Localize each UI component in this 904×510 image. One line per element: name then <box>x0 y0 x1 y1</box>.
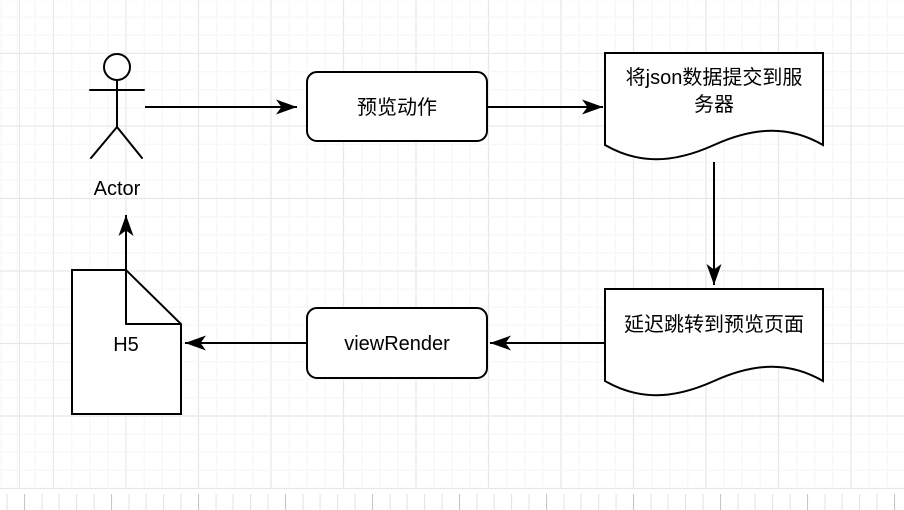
delayed-redirect-shape[interactable] <box>604 288 824 397</box>
actor-figure[interactable]: Actor <box>89 53 145 200</box>
view-render-box[interactable]: viewRender <box>306 307 488 379</box>
delayed-redirect-label: 延迟跳转到预览页面 <box>624 313 804 336</box>
h5-note-fold <box>125 270 181 325</box>
preview-action-box[interactable]: 预览动作 <box>306 71 488 142</box>
submit-json-label-line1: 将json数据提交到服 <box>626 66 803 89</box>
submit-json-shape[interactable] <box>604 52 824 161</box>
actor-head[interactable] <box>103 53 131 81</box>
view-render-label: viewRender <box>344 333 450 355</box>
h5-note[interactable]: H5 <box>71 269 182 415</box>
page-edge-gap <box>0 489 904 494</box>
preview-action-rect[interactable] <box>306 71 488 142</box>
submit-json-document[interactable]: 将json数据提交到服 务器 <box>604 52 824 161</box>
bottom-ruler-ticks <box>0 494 904 510</box>
actor-label: Actor <box>94 178 141 200</box>
submit-json-label-line2: 务器 <box>694 93 734 116</box>
h5-label: H5 <box>113 334 139 356</box>
delayed-redirect-document[interactable]: 延迟跳转到预览页面 <box>604 288 824 397</box>
preview-action-label: 预览动作 <box>357 96 437 119</box>
actor-body[interactable] <box>89 79 145 159</box>
h5-note-shape[interactable] <box>71 269 182 415</box>
view-render-rect[interactable] <box>306 307 488 379</box>
